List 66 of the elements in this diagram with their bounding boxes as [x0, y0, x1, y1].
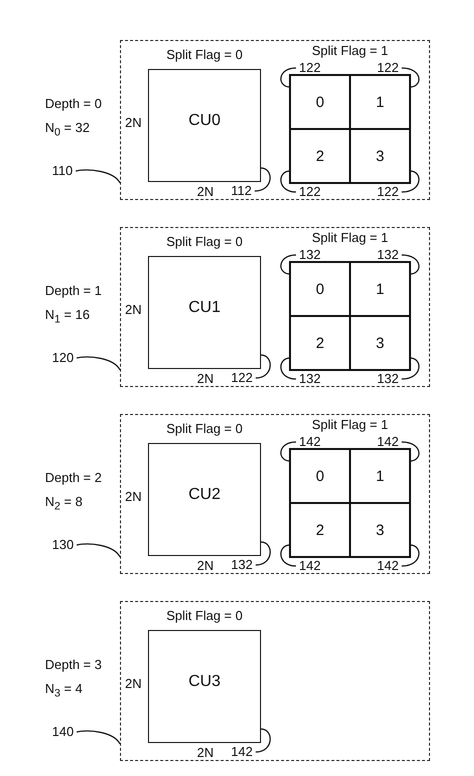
split-flag-label: Split Flag = 0 — [165, 235, 244, 249]
split-flag-label: Split Flag = 1 — [310, 418, 390, 432]
reference-numeral: 122 — [231, 371, 253, 385]
reference-numeral: 110 — [52, 164, 73, 178]
reference-numeral: 142 — [231, 745, 253, 759]
split-flag-label: Split Flag = 0 — [165, 422, 244, 436]
reference-numeral: 140 — [52, 725, 74, 739]
block-name: CU2 — [187, 486, 222, 504]
reference-numeral: 112 — [231, 184, 252, 198]
size-label: N$_{3}$ = 4 — [45, 682, 82, 701]
depth-label: Depth = 2 — [45, 471, 102, 485]
sub-block: 0 — [290, 262, 350, 316]
reference-numeral: 122 — [299, 61, 321, 75]
dimension-label: 2N — [125, 116, 142, 130]
depth-label: Depth = 0 — [45, 97, 102, 111]
reference-numeral: 120 — [52, 351, 74, 365]
reference-numeral: 122 — [299, 185, 321, 199]
split-flag-label: Split Flag = 1 — [310, 231, 390, 245]
dimension-label: 2N — [125, 303, 142, 317]
reference-numeral: 142 — [299, 559, 321, 573]
reference-numeral: 142 — [299, 435, 321, 449]
sub-block: 2 — [290, 129, 350, 183]
reference-numeral: 132 — [231, 558, 253, 572]
leader-line — [402, 67, 420, 88]
sub-block: 3 — [350, 316, 410, 370]
size-label: N$_{1}$ = 16 — [45, 308, 90, 327]
split-flag-label: Split Flag = 0 — [165, 609, 244, 623]
reference-numeral: 132 — [299, 372, 321, 386]
dimension-label: 2N — [125, 677, 142, 691]
dimension-label: 2N — [197, 372, 214, 386]
sub-block: 1 — [350, 449, 410, 503]
dimension-label: 2N — [197, 746, 214, 760]
sub-block: 2 — [290, 503, 350, 557]
sub-block: 3 — [350, 503, 410, 557]
split-flag-label: Split Flag = 0 — [165, 48, 244, 62]
size-label: N$_{0}$ = 32 — [45, 121, 90, 140]
reference-numeral: 142 — [377, 559, 399, 573]
sub-block: 1 — [350, 262, 410, 316]
leader-line — [402, 254, 420, 275]
leader-line — [76, 169, 120, 184]
leader-line — [76, 543, 120, 558]
size-label: N$_{2}$ = 8 — [45, 495, 82, 514]
depth-label: Depth = 1 — [45, 284, 102, 298]
dimension-label: 2N — [197, 559, 214, 573]
reference-numeral: 142 — [377, 435, 399, 449]
sub-block: 3 — [350, 129, 410, 183]
sub-block: 1 — [350, 75, 410, 129]
reference-numeral: 122 — [377, 61, 399, 75]
dimension-label: 2N — [197, 185, 214, 199]
dimension-label: 2N — [125, 490, 142, 504]
sub-block: 2 — [290, 316, 350, 370]
reference-numeral: 122 — [377, 185, 399, 199]
reference-numeral: 132 — [377, 248, 399, 262]
reference-numeral: 132 — [377, 372, 399, 386]
sub-block: 0 — [290, 449, 350, 503]
reference-numeral: 132 — [299, 248, 321, 262]
split-flag-label: Split Flag = 1 — [310, 44, 390, 58]
depth-label: Depth = 3 — [45, 658, 102, 672]
block-name: CU1 — [187, 299, 222, 317]
leader-line — [76, 730, 120, 744]
leader-line — [402, 441, 420, 462]
sub-block: 0 — [290, 75, 350, 129]
block-name: CU3 — [187, 673, 222, 691]
leader-line — [76, 356, 120, 370]
block-name: CU0 — [187, 112, 222, 130]
reference-numeral: 130 — [52, 538, 74, 552]
